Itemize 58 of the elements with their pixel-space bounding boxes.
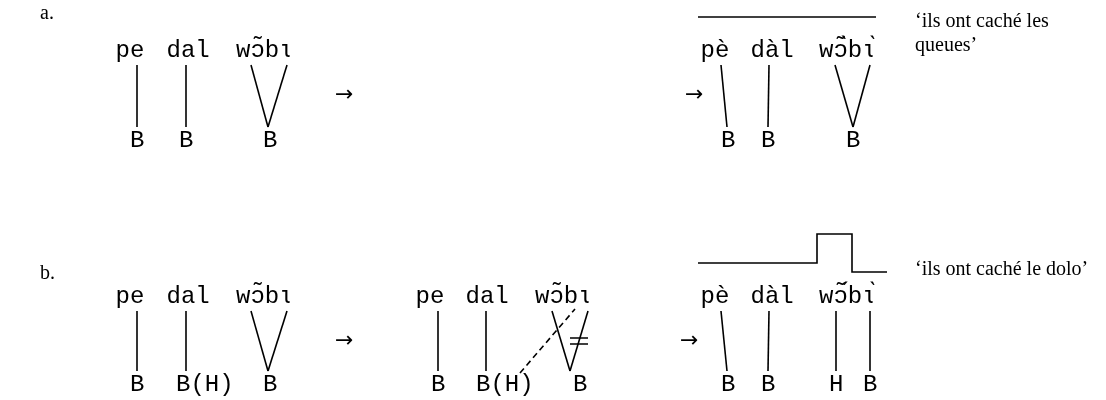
tone-letter: B — [761, 372, 776, 398]
transition-arrow: → — [335, 82, 354, 106]
association-line — [869, 310, 871, 372]
transition-arrow: → — [680, 328, 699, 352]
syllable-word: dàl — [750, 284, 794, 310]
association-line — [136, 64, 138, 128]
tone-letter: B — [721, 372, 736, 398]
association-line — [485, 310, 487, 372]
syllable-word: dal — [465, 284, 509, 310]
tone-letter: H — [829, 372, 844, 398]
association-line — [852, 64, 871, 128]
association-line — [569, 310, 589, 372]
tone-letter: B — [863, 372, 878, 398]
association-line — [834, 64, 854, 128]
association-line — [720, 64, 728, 128]
tone-letter: B — [130, 372, 145, 398]
tone-letter: B(H) — [476, 372, 534, 398]
tone-letter: B — [431, 372, 446, 398]
syllable-word: dal — [166, 284, 210, 310]
association-line — [250, 310, 269, 372]
association-line — [767, 64, 770, 128]
tone-letter: B — [721, 128, 736, 154]
transition-arrow: → — [685, 82, 704, 106]
association-line — [835, 310, 837, 372]
syllable-word: dal — [166, 38, 210, 64]
syllable-word: pè — [700, 284, 730, 310]
association-line — [720, 310, 728, 372]
association-line — [767, 310, 770, 372]
gloss-text: ‘ils ont caché le dolo’ — [915, 256, 1090, 280]
transition-arrow: → — [335, 328, 354, 352]
syllable-word: pe — [115, 284, 145, 310]
tone-letter: B — [263, 128, 278, 154]
syllable-word: wɔ̃bɩ — [236, 38, 294, 64]
syllable-word: pe — [415, 284, 445, 310]
association-line — [267, 310, 288, 372]
tone-letter: B — [179, 128, 194, 154]
syllable-word: wɔ̃bɩ — [236, 284, 294, 310]
syllable-word: dàl — [750, 38, 794, 64]
association-line — [250, 64, 269, 128]
association-line — [136, 310, 138, 372]
tone-letter: B — [846, 128, 861, 154]
association-line — [267, 64, 288, 128]
association-line — [519, 308, 576, 374]
tone-letter: B — [573, 372, 588, 398]
panel-letter: a. — [40, 0, 54, 24]
tone-letter: B — [130, 128, 145, 154]
tone-letter: B(H) — [176, 372, 234, 398]
association-line — [437, 310, 439, 372]
association-line — [185, 64, 187, 128]
panel-letter: b. — [40, 260, 55, 284]
syllable-word: pe — [115, 38, 145, 64]
syllable-word: pè — [700, 38, 730, 64]
tone-letter: B — [263, 372, 278, 398]
gloss-text: ‘ils ont caché les queues’ — [915, 8, 1050, 56]
tone-letter: B — [761, 128, 776, 154]
syllable-word: wɔ̃bɩ — [535, 284, 593, 310]
association-line — [551, 310, 571, 372]
association-line — [185, 310, 187, 372]
